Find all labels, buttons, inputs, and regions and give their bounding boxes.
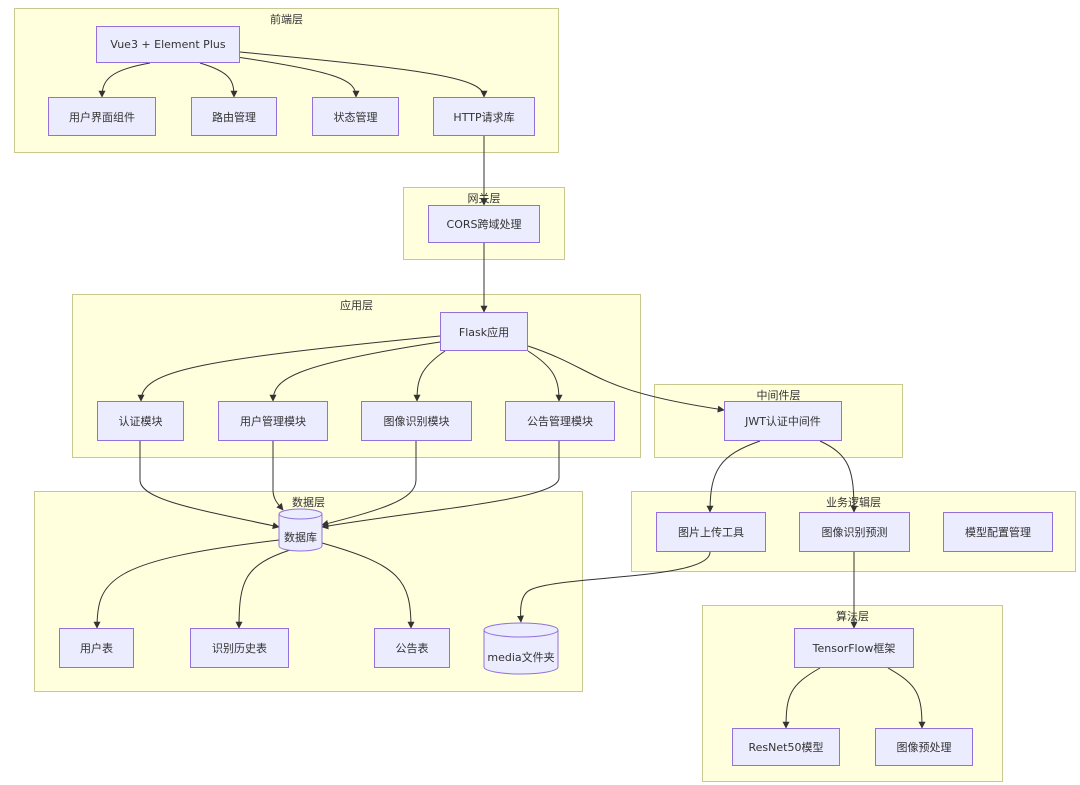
edge-jwt-upload [706, 440, 761, 513]
edge-flask-imgrec [413, 350, 446, 402]
edge-imgrec-db [321, 441, 417, 527]
node-resnet50[interactable]: ResNet50模型 [732, 728, 840, 766]
node-user-table[interactable]: 用户表 [59, 628, 134, 668]
media-cylinder-shape [483, 622, 559, 675]
node-notice-table[interactable]: 公告表 [374, 628, 450, 668]
node-model-config-mgmt[interactable]: 模型配置管理 [943, 512, 1053, 552]
node-user-mgmt-module[interactable]: 用户管理模块 [218, 401, 328, 441]
node-image-preprocess[interactable]: 图像预处理 [875, 728, 973, 766]
node-image-recognition-module[interactable]: 图像识别模块 [361, 401, 472, 441]
node-image-upload-tool[interactable]: 图片上传工具 [656, 512, 766, 552]
cluster-algorithm-title: 算法层 [836, 610, 869, 623]
edge-notice-db [321, 441, 560, 530]
edge-db-noticetable [321, 542, 415, 629]
edge-tf-preprocess [887, 667, 926, 729]
node-database[interactable]: 数据库 [284, 531, 317, 544]
node-history-table[interactable]: 识别历史表 [190, 628, 289, 668]
node-state[interactable]: 状态管理 [312, 97, 399, 136]
edge-flask-notice [527, 350, 563, 402]
node-http[interactable]: HTTP请求库 [433, 97, 535, 136]
cluster-frontend-title: 前端层 [270, 13, 303, 26]
node-notice-mgmt-module[interactable]: 公告管理模块 [505, 401, 615, 441]
edge-vue-ui [98, 62, 151, 98]
edge-upload-media [516, 551, 711, 623]
node-jwt-middleware[interactable]: JWT认证中间件 [724, 401, 842, 441]
edge-jwt-predict [819, 440, 858, 513]
cluster-middleware-title: 中间件层 [756, 389, 801, 402]
node-ui-components[interactable]: 用户界面组件 [48, 97, 156, 136]
node-media-folder[interactable]: media文件夹 [487, 651, 555, 664]
edge-vue-router [199, 62, 238, 98]
edge-usermgmt-db [272, 441, 284, 511]
edge-auth-db [139, 441, 280, 530]
edge-flask-jwt [527, 345, 725, 413]
edge-db-usertable [93, 539, 280, 629]
edge-vue-http [239, 51, 488, 98]
node-auth-module[interactable]: 认证模块 [97, 401, 184, 441]
node-cors[interactable]: CORS跨域处理 [428, 205, 540, 243]
node-router[interactable]: 路由管理 [191, 97, 277, 136]
db-cylinder-shape [278, 508, 323, 552]
edge-db-histtable [235, 549, 291, 629]
edge-tf-resnet [782, 667, 821, 729]
node-tensorflow[interactable]: TensorFlow框架 [794, 628, 914, 668]
node-flask[interactable]: Flask应用 [440, 312, 528, 351]
edge-flask-auth [137, 335, 441, 402]
node-image-recognition-predict[interactable]: 图像识别预测 [799, 512, 910, 552]
cluster-app-title: 应用层 [340, 299, 373, 312]
edge-vue-state [229, 55, 360, 98]
node-vue[interactable]: Vue3 + Element Plus [96, 26, 240, 63]
edge-flask-usermgmt [269, 341, 441, 402]
cluster-data-title: 数据层 [292, 496, 325, 509]
